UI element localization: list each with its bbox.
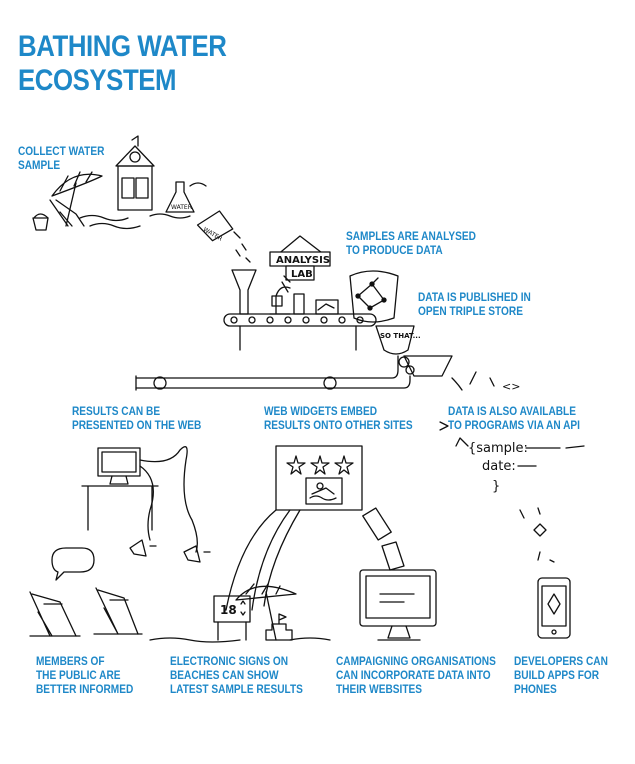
- beach-umbrella-icon: [51, 171, 103, 227]
- bucket-icon: [32, 213, 49, 231]
- label-analysed: SAMPLES ARE ANALYSED TO PRODUCE DATA: [346, 231, 476, 257]
- label-public: MEMBERS OF THE PUBLIC ARE BETTER INFORME…: [36, 656, 134, 696]
- waves-3: [149, 637, 331, 643]
- hut-icon: [115, 135, 155, 211]
- conveyor-belt-icon: [223, 313, 377, 351]
- title-line-1: BATHING WATER: [18, 30, 227, 63]
- phone-icon: [537, 577, 571, 639]
- api-code-3: }: [492, 479, 500, 494]
- swimmer-icon: [305, 477, 343, 505]
- pipe-icon: [135, 355, 411, 391]
- deckchair-icon: [49, 199, 85, 227]
- lab-sign-text-2: LAB: [291, 269, 313, 280]
- api-code-2: date:: [482, 459, 516, 474]
- label-signs: ELECTRONIC SIGNS ON BEACHES CAN SHOW LAT…: [170, 656, 303, 696]
- label-developers: DEVELOPERS CAN BUILD APPS FOR PHONES: [514, 656, 608, 696]
- computer-desk-icon: [81, 446, 198, 553]
- label-published: DATA IS PUBLISHED IN OPEN TRIPLE STORE: [418, 292, 531, 318]
- label-collect: COLLECT WATER SAMPLE: [18, 146, 105, 172]
- funnel-icon: [231, 269, 257, 315]
- microscope-icon: [269, 275, 291, 315]
- label-api: DATA IS ALSO AVAILABLE TO PROGRAMS VIA A…: [448, 406, 580, 432]
- flask-icon: WATER: [165, 181, 207, 213]
- label-web: RESULTS CAN BE PRESENTED ON THE WEB: [72, 406, 202, 432]
- label-widgets: WEB WIDGETS EMBED RESULTS ONTO OTHER SIT…: [264, 406, 413, 432]
- waves: [79, 214, 141, 230]
- api-code-1: {sample:: [468, 441, 528, 456]
- sample-box-icon: [315, 299, 339, 315]
- megaphone-icon: [129, 539, 211, 563]
- speech-bubble-icon: [51, 547, 95, 581]
- sandcastle-icon: [265, 613, 293, 641]
- hopper-icon: SO THAT...: [375, 325, 453, 377]
- sign-number: 18: [220, 603, 237, 617]
- so-that-text: SO THAT...: [380, 332, 421, 340]
- api-scribbles: <> {sample: date: }: [439, 371, 585, 563]
- page-title: BATHING WATER ECOSYSTEM: [18, 30, 227, 98]
- bottle-icon: WATER: [196, 210, 251, 263]
- widget-stars-icon: [275, 445, 363, 511]
- flask-label: WATER: [171, 204, 192, 211]
- lab-sign-icon: ANALYSIS LAB: [269, 235, 331, 281]
- monitor-icon: [359, 507, 437, 641]
- beach-umbrella-2-icon: [235, 583, 297, 641]
- test-tube-icon: [293, 293, 305, 315]
- data-barrel-icon: [349, 270, 399, 323]
- api-glyphs: <>: [502, 380, 520, 393]
- title-line-2: ECOSYSTEM: [18, 64, 177, 97]
- lab-sign-text-1: ANALYSIS: [276, 255, 330, 266]
- electronic-sign-icon: 18: [213, 595, 251, 641]
- waves-2: [149, 213, 191, 219]
- label-campaign: CAMPAIGNING ORGANISATIONS CAN INCORPORAT…: [336, 656, 496, 696]
- deckchairs-public-icon: [29, 587, 143, 637]
